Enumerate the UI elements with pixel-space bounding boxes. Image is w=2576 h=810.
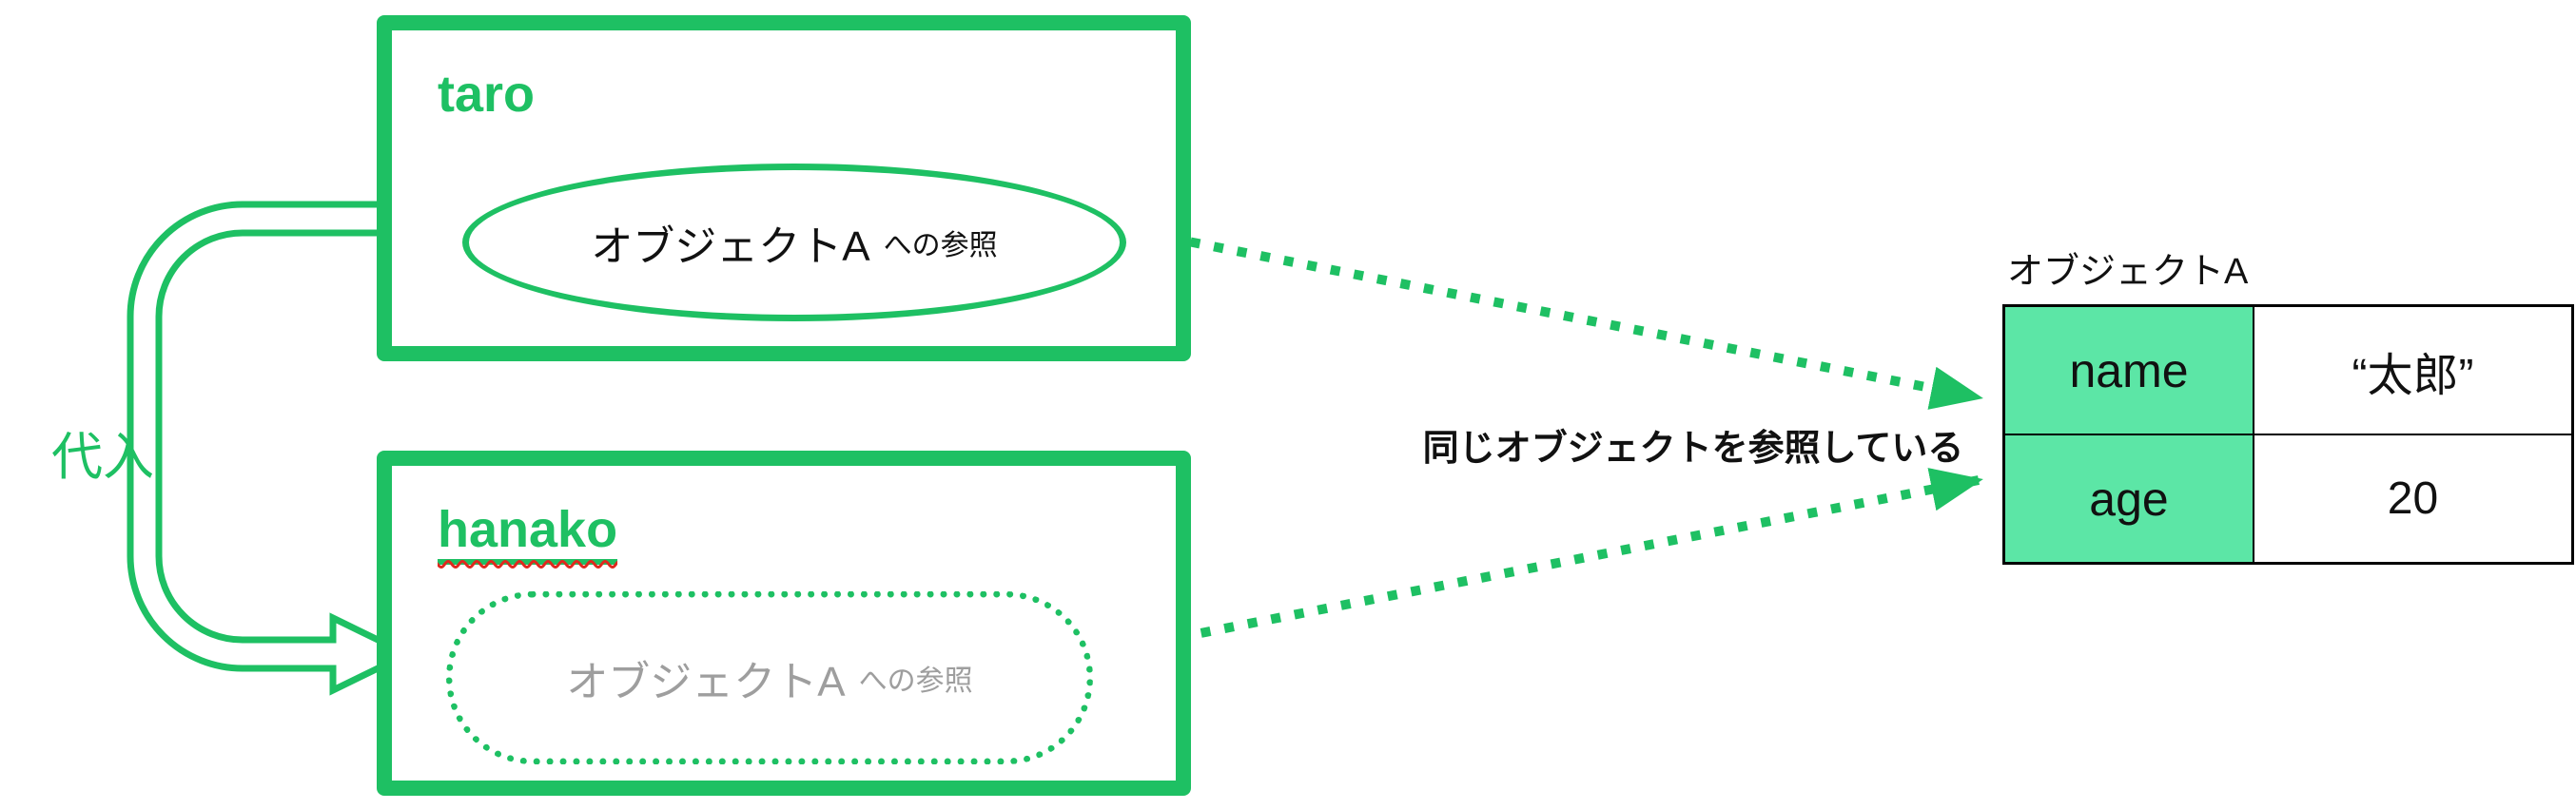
hanako-label: hanako <box>438 501 618 565</box>
taro-label: taro <box>438 66 536 123</box>
taro-reference-oval: オブジェクトA への参照 <box>462 164 1126 321</box>
hanako-reference-target: オブジェクトA <box>566 659 846 705</box>
reference-arrow-taro <box>1120 223 1983 410</box>
object-table: name “太郎” age 20 <box>2002 304 2574 565</box>
taro-reference-suffix: への参照 <box>883 230 998 261</box>
assignment-caption: 代入 <box>51 429 154 486</box>
object-table-title: オブジェクトA <box>2007 252 2249 292</box>
same-object-note: 同じオブジェクトを参照している <box>1422 429 1964 469</box>
hanako-reference-suffix: への参照 <box>858 665 973 697</box>
reference-arrow-hanako <box>1083 468 1983 661</box>
table-value-cell-name: “太郎” <box>2254 306 2572 434</box>
taro-reference-target: オブジェクトA <box>591 223 870 270</box>
table-value-cell-age: 20 <box>2254 434 2572 563</box>
table-key-cell-age: age <box>2004 434 2254 563</box>
hanako-variable-box: hanako オブジェクトA への参照 <box>377 451 1191 796</box>
table-key-cell-name: name <box>2004 306 2254 434</box>
hanako-label-text: hanako <box>438 501 618 565</box>
hanako-spellcheck-underline: hanako <box>438 501 618 565</box>
taro-variable-box: taro オブジェクトA への参照 <box>377 15 1191 361</box>
hanako-reference-oval: オブジェクトA への参照 <box>446 591 1093 764</box>
